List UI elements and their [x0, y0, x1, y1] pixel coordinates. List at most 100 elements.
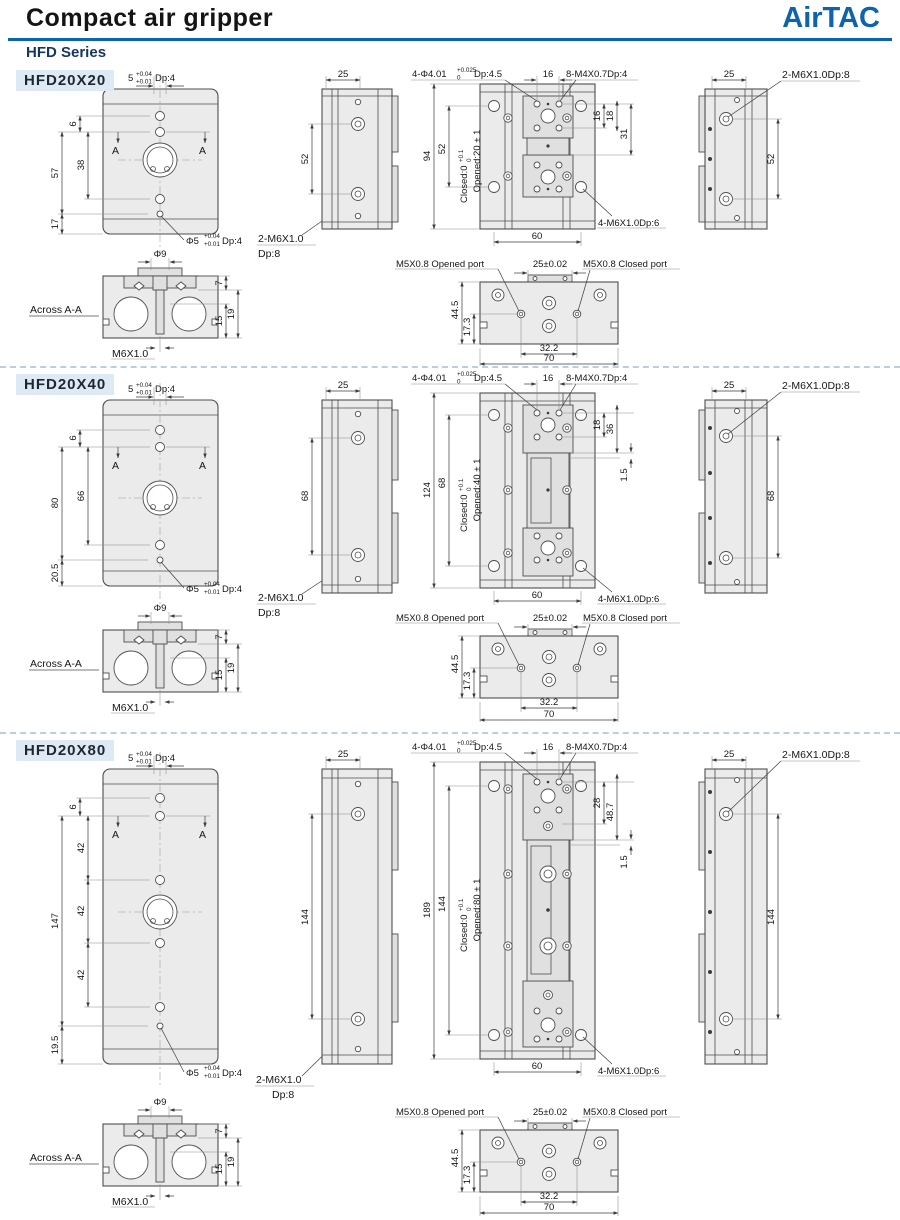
m6-thread-label: M6X1.0 — [112, 702, 148, 714]
plan-view: 4-Φ4.01 +0.025 0 Dp:4.5 16 8-M4X0.7Dp:4 … — [411, 740, 666, 1077]
side-view-left: 25 144 — [300, 749, 399, 1065]
closed-tol-upper: +0.1 — [458, 149, 465, 162]
closed-label: Closed:0 — [459, 166, 470, 204]
dim-32-2: 32.2 — [540, 697, 559, 708]
note-2m6: 2-M6X1.0 Dp:8 — [257, 195, 359, 260]
section-mark-a-right: A — [199, 460, 206, 472]
note-2m6-right: 2-M6X1.0Dp:8 — [782, 380, 850, 392]
note-4m6: 4-M6X1.0Dp:6 — [598, 594, 659, 605]
dim-52-plan: 52 — [437, 144, 448, 155]
section-aa-view: Φ9 Across A-A M6X1.0 7 19 15 — [29, 1097, 242, 1208]
pin-hole-callout: Φ5 — [186, 584, 199, 595]
dim-44-5: 44.5 — [450, 1149, 461, 1168]
dim-144-side: 144 — [300, 909, 311, 925]
note-2m6-line1: 2-M6X1.0 — [258, 233, 304, 245]
dim-60: 60 — [532, 590, 543, 601]
dim-17: 17 — [50, 219, 61, 230]
dim-66: 66 — [76, 491, 87, 502]
page-header: Compact air gripper AirTAC HFD Series — [0, 0, 900, 64]
hfd20x20-drawings: 5 +0.04 +0.01 Dp:4 6 57 38 17 A A Φ5 +0.… — [29, 67, 860, 366]
page-title: Compact air gripper — [26, 4, 274, 32]
dim-32-2: 32.2 — [540, 1191, 559, 1202]
section-mark-a-right: A — [199, 829, 206, 841]
slot-dim-suffix: Dp:4 — [155, 753, 175, 764]
dim-1-5-right: 1.5 — [619, 855, 630, 868]
dowel-suffix: Dp:4.5 — [474, 69, 502, 80]
dim-15: 15 — [214, 1164, 225, 1175]
note-2m6-line2: Dp:8 — [258, 248, 280, 260]
screw-note: 8-M4X0.7Dp:4 — [566, 742, 627, 753]
note-2m6-right: 2-M6X1.0Dp:8 — [782, 69, 850, 81]
pin-hole-tol-upper: +0.04 — [204, 581, 220, 588]
hfd20x40-drawings: 5 +0.04 +0.01 Dp:4 6 80 66 20.5 A A Φ5 +… — [29, 371, 860, 722]
dim-6: 6 — [68, 804, 79, 809]
side-view-right: 25 2-M6X1.0Dp:8 52 — [698, 69, 860, 230]
dim-48-7-right: 48.7 — [605, 803, 616, 822]
closed-port-label: M5X0.8 Closed port — [583, 613, 667, 624]
dim-1-5-right: 1.5 — [619, 468, 630, 481]
dim-25-right: 25 — [724, 749, 735, 760]
port-view: M5X0.8 Opened port 25±0.02 M5X0.8 Closed… — [395, 259, 680, 366]
note-2m6-line1: 2-M6X1.0 — [258, 592, 304, 604]
pin-hole-callout: Φ5 — [186, 1068, 199, 1079]
dim-19-5: 19.5 — [50, 1036, 61, 1055]
model-badge: HFD20X40 — [16, 374, 115, 395]
dim-42c: 42 — [76, 970, 87, 981]
section-mark-a-right: A — [199, 145, 206, 157]
dowel-note: 4-Φ4.01 — [412, 373, 447, 384]
plan-view: 4-Φ4.01 +0.025 0 Dp:4.5 16 8-M4X0.7Dp:4 … — [411, 67, 666, 246]
dim-19: 19 — [226, 309, 237, 320]
note-2m6: 2-M6X1.0 Dp:8 — [257, 556, 359, 619]
slot-tol-lower: +0.01 — [136, 79, 152, 86]
across-aa-label: Across A-A — [30, 304, 82, 316]
pin-hole-suffix: Dp:4 — [222, 236, 242, 247]
header-rule — [8, 38, 892, 41]
section-aa-view: Φ9 Across A-A M6X1.0 7 19 15 — [29, 249, 242, 360]
opened-label: Opened:80 ± 1 — [472, 879, 483, 942]
closed-tol-lower: 0 — [466, 487, 473, 491]
dim-25-right: 25 — [724, 69, 735, 80]
side-view-left: 25 68 — [300, 380, 399, 594]
section-mark-a-left: A — [112, 460, 119, 472]
dim-16-top: 16 — [543, 69, 554, 80]
dim-42b: 42 — [76, 906, 87, 917]
slot-dim-suffix: Dp:4 — [155, 73, 175, 84]
closed-port-label: M5X0.8 Closed port — [583, 259, 667, 270]
front-view: 5 +0.04 +0.01 Dp:4 6 80 66 20.5 A A Φ5 +… — [50, 382, 242, 608]
opened-port-label: M5X0.8 Opened port — [396, 613, 485, 624]
note-2m6-line2: Dp:8 — [258, 607, 280, 619]
dowel-tol-upper: +0.025 — [457, 67, 477, 74]
dim-36-right: 36 — [605, 424, 616, 435]
dim-60: 60 — [532, 231, 543, 242]
screw-note: 8-M4X0.7Dp:4 — [566, 373, 627, 384]
dim-44-5: 44.5 — [450, 301, 461, 320]
note-2m6-right: 2-M6X1.0Dp:8 — [782, 749, 850, 761]
section-hfd20x40: 5 +0.04 +0.01 Dp:4 6 80 66 20.5 A A Φ5 +… — [0, 368, 900, 734]
dim-7: 7 — [214, 280, 225, 285]
port-view: M5X0.8 Opened port 25±0.02 M5X0.8 Closed… — [395, 1107, 680, 1216]
dim-17-3: 17.3 — [462, 672, 473, 691]
dowel-note: 4-Φ4.01 — [412, 69, 447, 80]
slot-tol-lower: +0.01 — [136, 390, 152, 397]
dim-18-right: 18 — [592, 420, 603, 431]
dim-70: 70 — [544, 353, 555, 364]
dim-124: 124 — [422, 482, 433, 498]
dim-16-top: 16 — [543, 373, 554, 384]
dim-68-plan: 68 — [437, 478, 448, 489]
series-subtitle: HFD Series — [26, 44, 107, 61]
note-2m6-line1: 2-M6X1.0 — [256, 1074, 302, 1086]
dim-25: 25 — [338, 69, 349, 80]
closed-tol-upper: +0.1 — [458, 898, 465, 911]
slot-dim-nominal: 5 — [128, 384, 133, 395]
dim-19: 19 — [226, 663, 237, 674]
dowel-suffix: Dp:4.5 — [474, 742, 502, 753]
dim-phi9: Φ9 — [154, 1097, 167, 1108]
dowel-tol-lower: 0 — [457, 75, 461, 82]
slot-tol-upper: +0.04 — [136, 751, 152, 758]
closed-port-label: M5X0.8 Closed port — [583, 1107, 667, 1118]
dowel-tol-upper: +0.025 — [457, 740, 477, 747]
dim-17-3: 17.3 — [462, 1166, 473, 1185]
slot-tol-lower: +0.01 — [136, 759, 152, 766]
opened-label: Opened:40 ± 1 — [472, 459, 483, 522]
dim-25: 25 — [338, 380, 349, 391]
